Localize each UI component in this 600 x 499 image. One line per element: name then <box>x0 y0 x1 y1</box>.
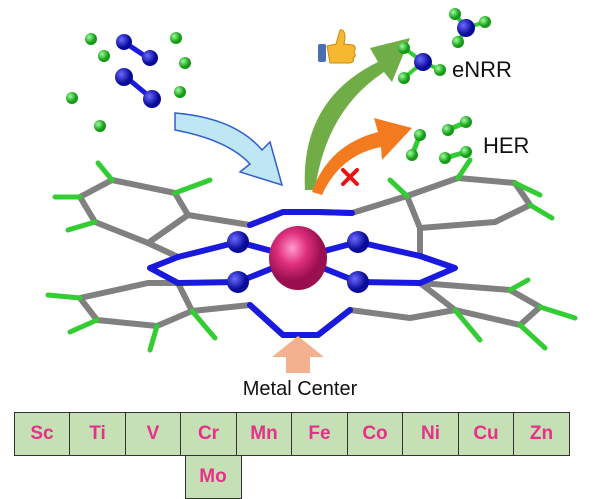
metal-cell-mn: Mn <box>235 412 293 456</box>
metal-cell-mo: Mo <box>184 455 242 499</box>
metal-center-label: Metal Center <box>242 378 358 400</box>
metal-cell-ti: Ti <box>69 412 126 456</box>
metal-table: Sc Ti V Cr Mn Fe Co Ni Cu Zn <box>13 412 570 456</box>
adsorption-arrow <box>174 112 284 187</box>
metal-cell-fe: Fe <box>291 412 348 456</box>
metal-cell-v: V <box>124 412 182 456</box>
metal-cell-co: Co <box>346 412 404 456</box>
phthalocyanine-molecule <box>45 157 578 353</box>
ammonia-products <box>398 8 491 84</box>
metal-cell-zn: Zn <box>513 412 570 456</box>
her-arrow <box>312 118 412 195</box>
metal-atom <box>269 226 327 290</box>
metal-cell-sc: Sc <box>13 412 71 456</box>
enrr-label: eNRR <box>452 57 512 82</box>
metal-cell-ni: Ni <box>402 412 459 456</box>
hydrogen-products <box>406 116 472 164</box>
red-cross-icon <box>341 168 359 186</box>
thumbs-up-icon <box>318 29 356 64</box>
enrr-arrow <box>304 38 410 190</box>
reactant-molecules <box>66 32 191 132</box>
metal-cell-cr: Cr <box>180 412 237 456</box>
metal-center-arrow <box>272 336 324 373</box>
metal-cell-cu: Cu <box>457 412 515 456</box>
her-label: HER <box>483 133 530 158</box>
